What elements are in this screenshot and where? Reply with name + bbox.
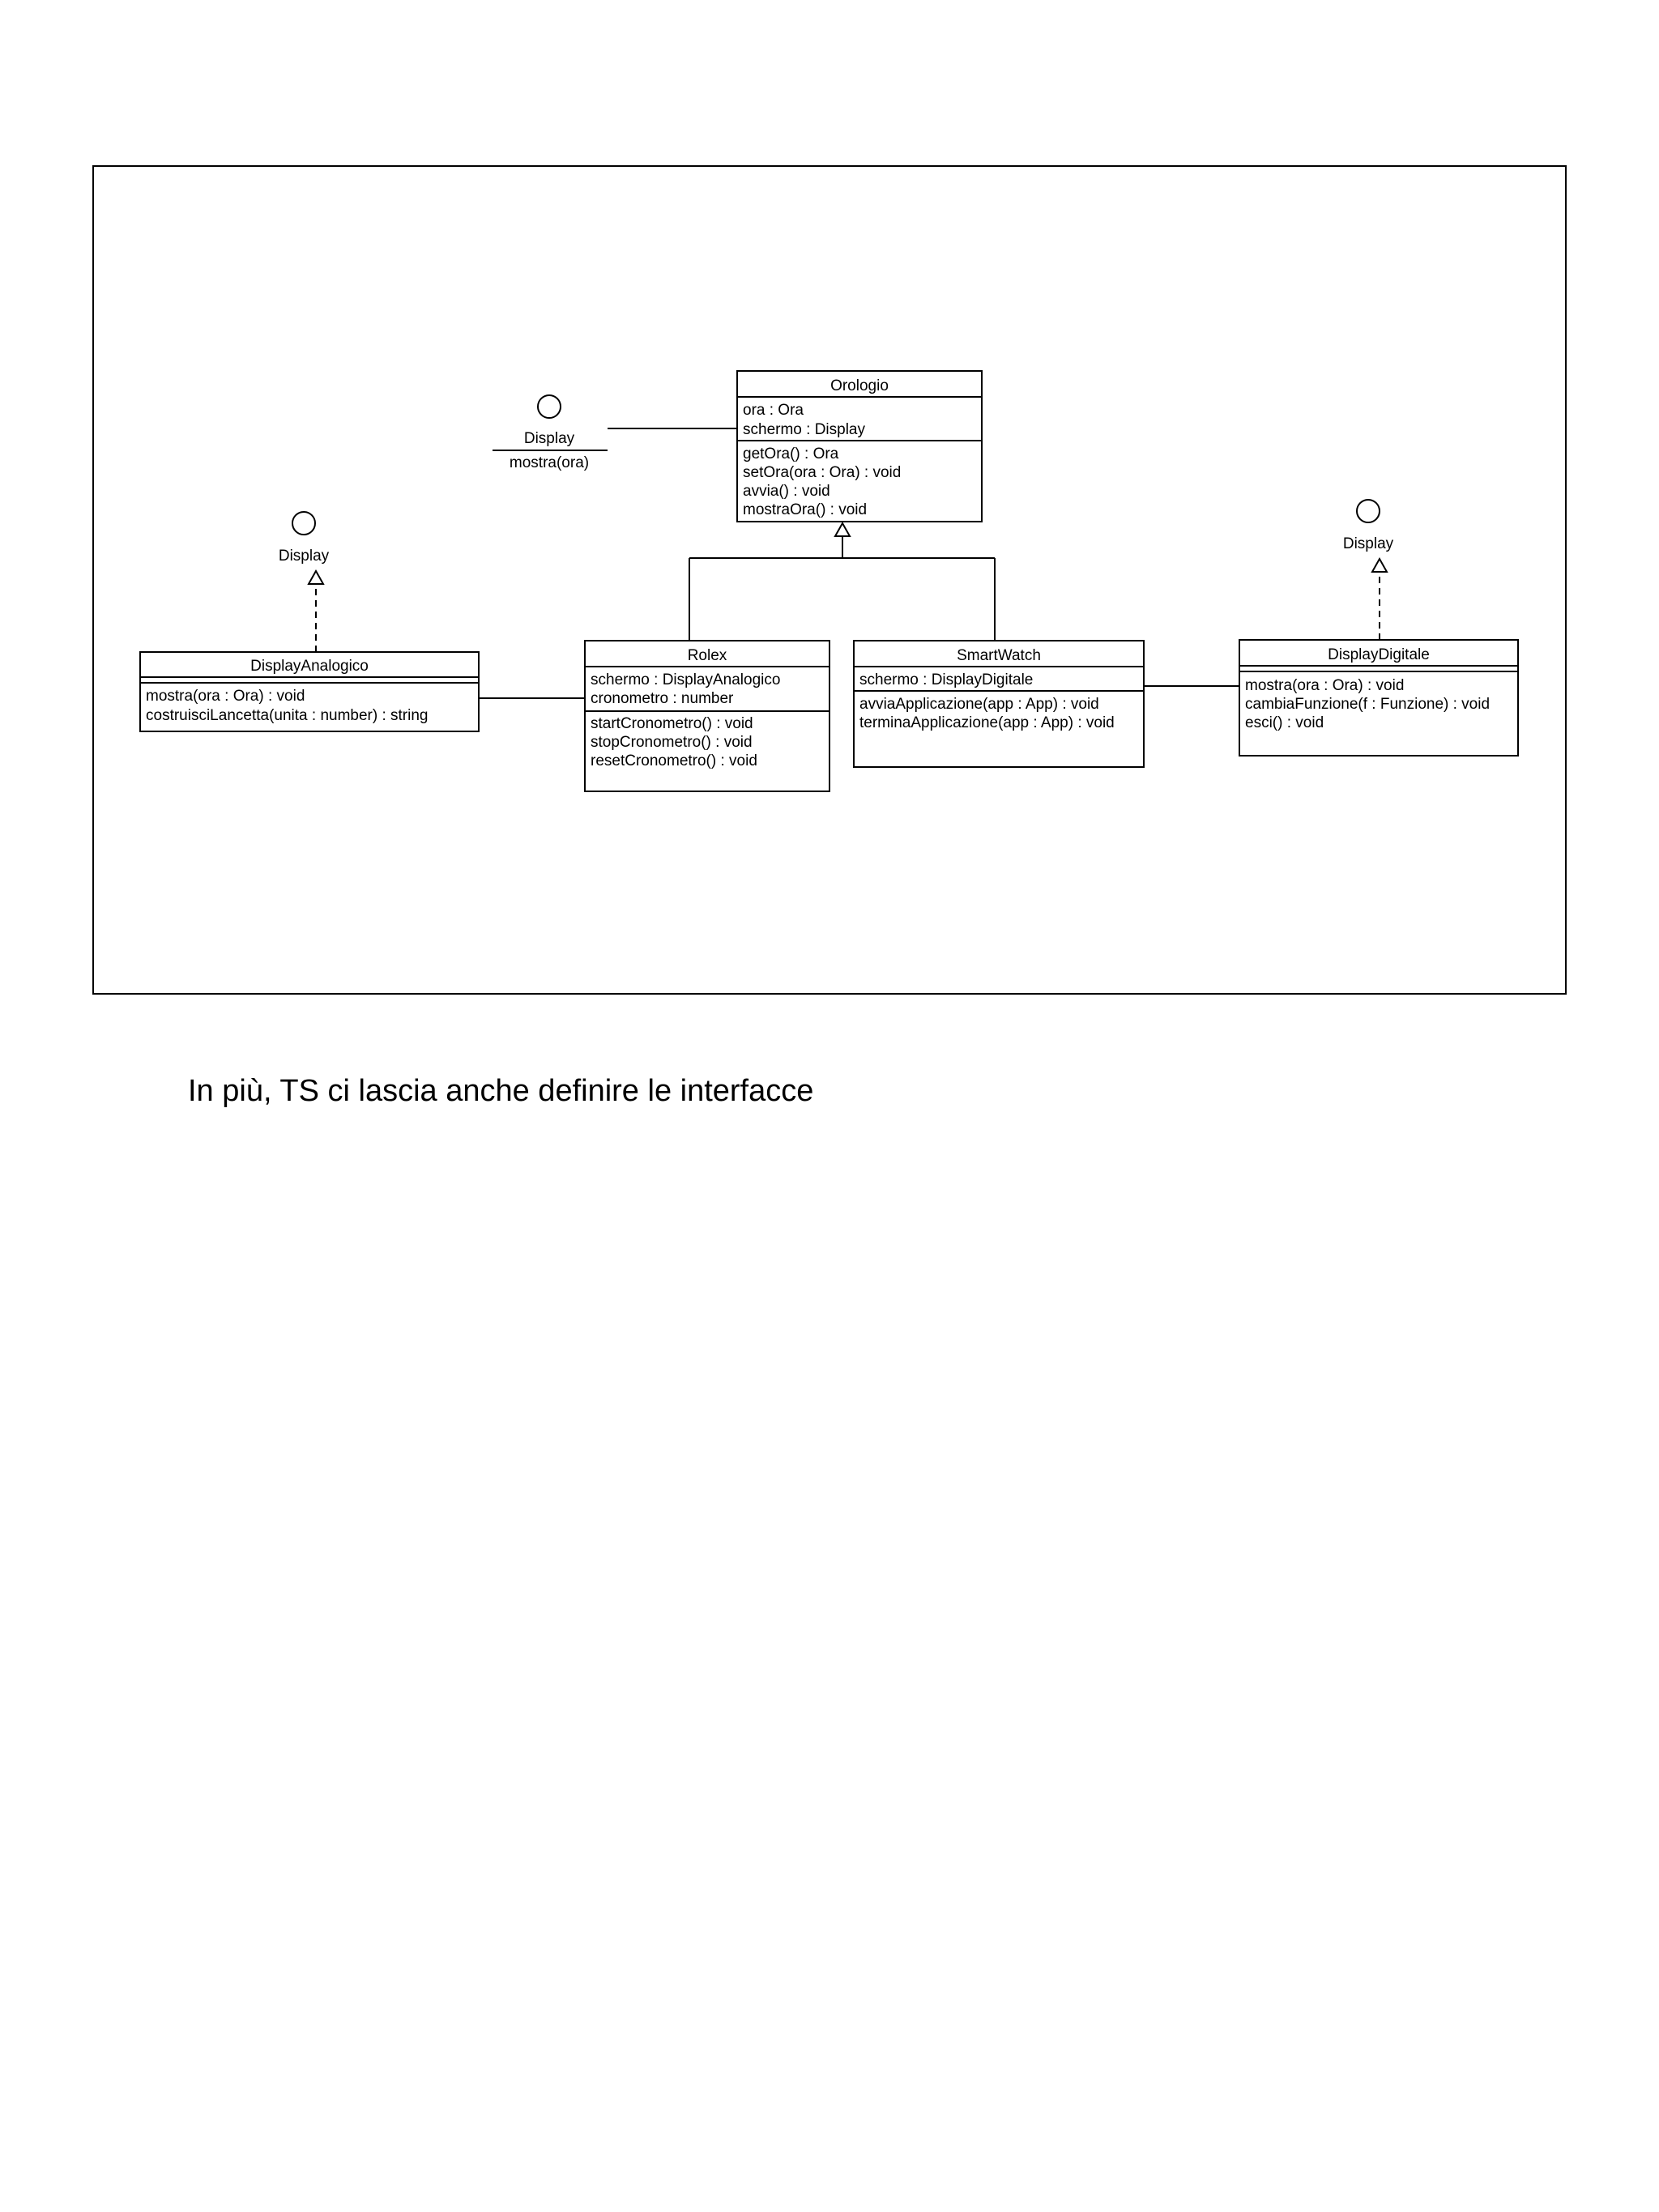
uml-class-diagram: Orologio ora : Ora schermo : Display get… [139,370,1519,792]
class-display-analogico [139,651,480,732]
rolex-method: resetCronometro() : void [591,752,757,769]
display-digitale-method: esci() : void [1245,714,1324,731]
orologio-method: setOra(ora : Ora) : void [743,464,901,481]
interface-display-top-name: Display [524,430,575,447]
realization-display-analogico [307,569,325,652]
interface-display-top-circle [537,394,561,419]
rolex-method: startCronometro() : void [591,715,753,732]
class-orologio [736,370,983,522]
diagram-frame [92,165,1567,995]
display-analogico-name: DisplayAnalogico [250,658,369,675]
display-analogico-method: costruisciLancetta(unita : number) : str… [146,707,429,724]
smartwatch-name: SmartWatch [957,647,1041,664]
rolex-method: stopCronometro() : void [591,734,753,751]
class-rolex [584,640,830,792]
display-digitale-method: mostra(ora : Ora) : void [1245,677,1404,694]
rolex-name: Rolex [688,647,727,664]
orologio-name: Orologio [830,377,889,394]
smartwatch-method: terminaApplicazione(app : App) : void [859,714,1115,731]
rolex-attr: cronometro : number [591,690,734,707]
display-analogico-method: mostra(ora : Ora) : void [146,688,305,705]
interface-display-left-circle [292,511,316,535]
rolex-attr: schermo : DisplayAnalogico [591,671,780,688]
display-digitale-method: cambiaFunzione(f : Funzione) : void [1245,696,1490,713]
interface-display-right-name: Display [1343,535,1394,552]
orologio-method: getOra() : Ora [743,445,839,462]
display-digitale-name: DisplayDigitale [1328,646,1430,663]
orologio-attr: ora : Ora [743,402,804,419]
caption-text: In più, TS ci lascia anche definire le i… [188,1074,814,1108]
orologio-method: mostraOra() : void [743,501,867,518]
interface-display-right-circle [1356,499,1380,523]
class-smartwatch [853,640,1145,768]
orologio-attr: schermo : Display [743,421,865,438]
generalization-orologio [689,521,996,641]
smartwatch-attr: schermo : DisplayDigitale [859,671,1033,688]
smartwatch-method: avviaApplicazione(app : App) : void [859,696,1099,713]
interface-display-top-operation: mostra(ora) [510,454,589,471]
orologio-method: avvia() : void [743,483,830,500]
realization-display-digitale [1371,556,1388,640]
interface-display-left-name: Display [279,548,330,565]
